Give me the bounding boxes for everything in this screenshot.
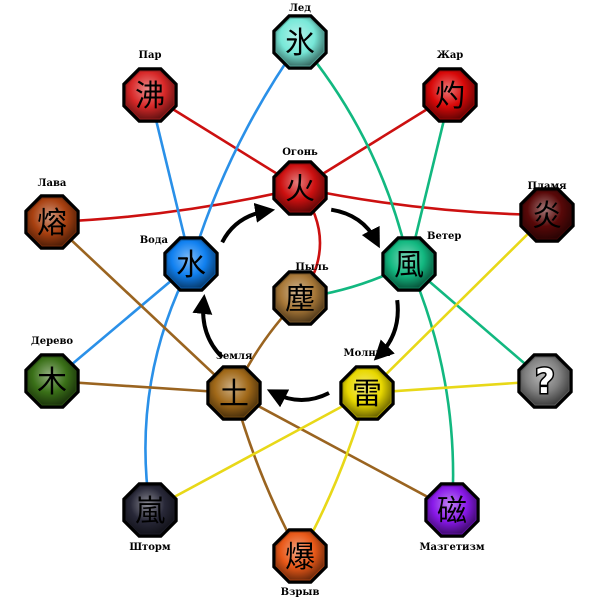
node-magnet-glyph: 磁: [437, 494, 467, 529]
node-blaze-glyph: 炎: [532, 199, 562, 234]
link-wind-magnet: [407, 263, 455, 511]
node-wind-glyph: 風: [394, 248, 424, 283]
node-wood: 木 Дерево: [24, 336, 80, 409]
node-scorch-glyph: 灼: [435, 79, 465, 114]
node-explosion: 爆 Взрыв: [272, 528, 328, 598]
node-earth: 土 Земля: [206, 351, 262, 421]
node-steam: 沸 Пар: [122, 50, 178, 123]
link-earth-magnet: [233, 391, 453, 512]
node-earth-fill: [209, 368, 259, 418]
cycle-arrow-wind-to-lightning: [373, 299, 400, 361]
link-wind-ice: [299, 41, 411, 265]
node-storm-label: Шторм: [129, 542, 171, 553]
link-water-ice: [189, 41, 302, 265]
node-explosion-label: Взрыв: [281, 587, 320, 598]
node-earth-label: Земля: [216, 351, 253, 362]
node-blaze-label: Пламя: [527, 181, 567, 192]
node-wood-fill: [27, 356, 77, 406]
node-magnet-fill: [427, 485, 477, 535]
node-water-label: Вода: [140, 235, 169, 246]
node-water-glyph: 水: [176, 248, 206, 283]
node-explosion-glyph: 爆: [285, 540, 315, 575]
node-steam-label: Пар: [139, 50, 162, 61]
node-dust: 塵 Пыль: [272, 262, 329, 326]
link-earth-lava: [51, 221, 235, 394]
node-fire-glyph: 火: [285, 172, 315, 207]
node-storm-fill: [125, 485, 175, 535]
node-blaze: 炎 Пламя: [519, 181, 575, 243]
link-lightning-blaze: [366, 214, 548, 394]
node-water: 水 Вода: [140, 235, 219, 292]
cycle-arrow-water-to-fire: [220, 202, 276, 244]
node-ice-label: Лед: [289, 3, 311, 14]
node-wood-label: Дерево: [31, 336, 74, 347]
node-water-fill: [166, 239, 216, 289]
node-storm-glyph: 嵐: [135, 494, 165, 529]
node-explosion-fill: [275, 531, 325, 581]
node-lava: 熔 Лава: [24, 178, 80, 250]
node-lava-label: Лава: [38, 178, 67, 189]
cycle-arrows: [192, 202, 400, 408]
node-lightning-fill: [342, 368, 392, 418]
node-dust-glyph: 塵: [285, 282, 315, 317]
node-earth-glyph: 土: [219, 377, 249, 412]
node-magnet-label: Мазгетизм: [419, 542, 484, 553]
cycle-arrow-lightning-to-earth: [266, 389, 330, 408]
node-steam-glyph: 沸: [135, 79, 165, 114]
node-magnet: 磁 Мазгетизм: [419, 482, 485, 553]
question-mark-icon: ?: [535, 362, 555, 402]
node-ice: 氷 Лед: [272, 3, 328, 70]
node-blaze-fill: [522, 190, 572, 240]
node-fire-fill: [275, 163, 325, 213]
node-scorch: 灼 Жар: [422, 50, 478, 123]
node-wind-label: Ветер: [427, 231, 461, 242]
node-lightning-glyph: 雷: [352, 377, 382, 412]
node-lava-glyph: 熔: [37, 206, 67, 241]
cycle-arrow-earth-to-water: [192, 293, 224, 359]
node-unknown: ?: [517, 353, 573, 409]
node-steam-fill: [125, 70, 175, 120]
cycle-arrow-fire-to-wind: [330, 207, 380, 249]
node-fire-label: Огонь: [282, 147, 318, 158]
node-unknown-fill: [520, 356, 570, 406]
node-fire: 火 Огонь: [272, 147, 328, 216]
node-scorch-label: Жар: [437, 50, 464, 61]
node-wood-glyph: 木: [37, 365, 67, 400]
link-lightning-storm: [149, 391, 368, 512]
node-lava-fill: [27, 197, 77, 247]
node-lightning: 雷 Молния: [339, 348, 395, 421]
link-water-storm: [144, 263, 193, 511]
node-dust-fill: [275, 273, 325, 323]
node-ice-glyph: 氷: [285, 26, 315, 61]
node-ice-fill: [275, 17, 325, 67]
node-storm: 嵐 Шторм: [122, 482, 178, 553]
node-wind-fill: [384, 239, 434, 289]
node-lightning-label: Молния: [344, 348, 392, 359]
node-scorch-fill: [425, 70, 475, 120]
node-dust-label: Пыль: [295, 262, 329, 273]
